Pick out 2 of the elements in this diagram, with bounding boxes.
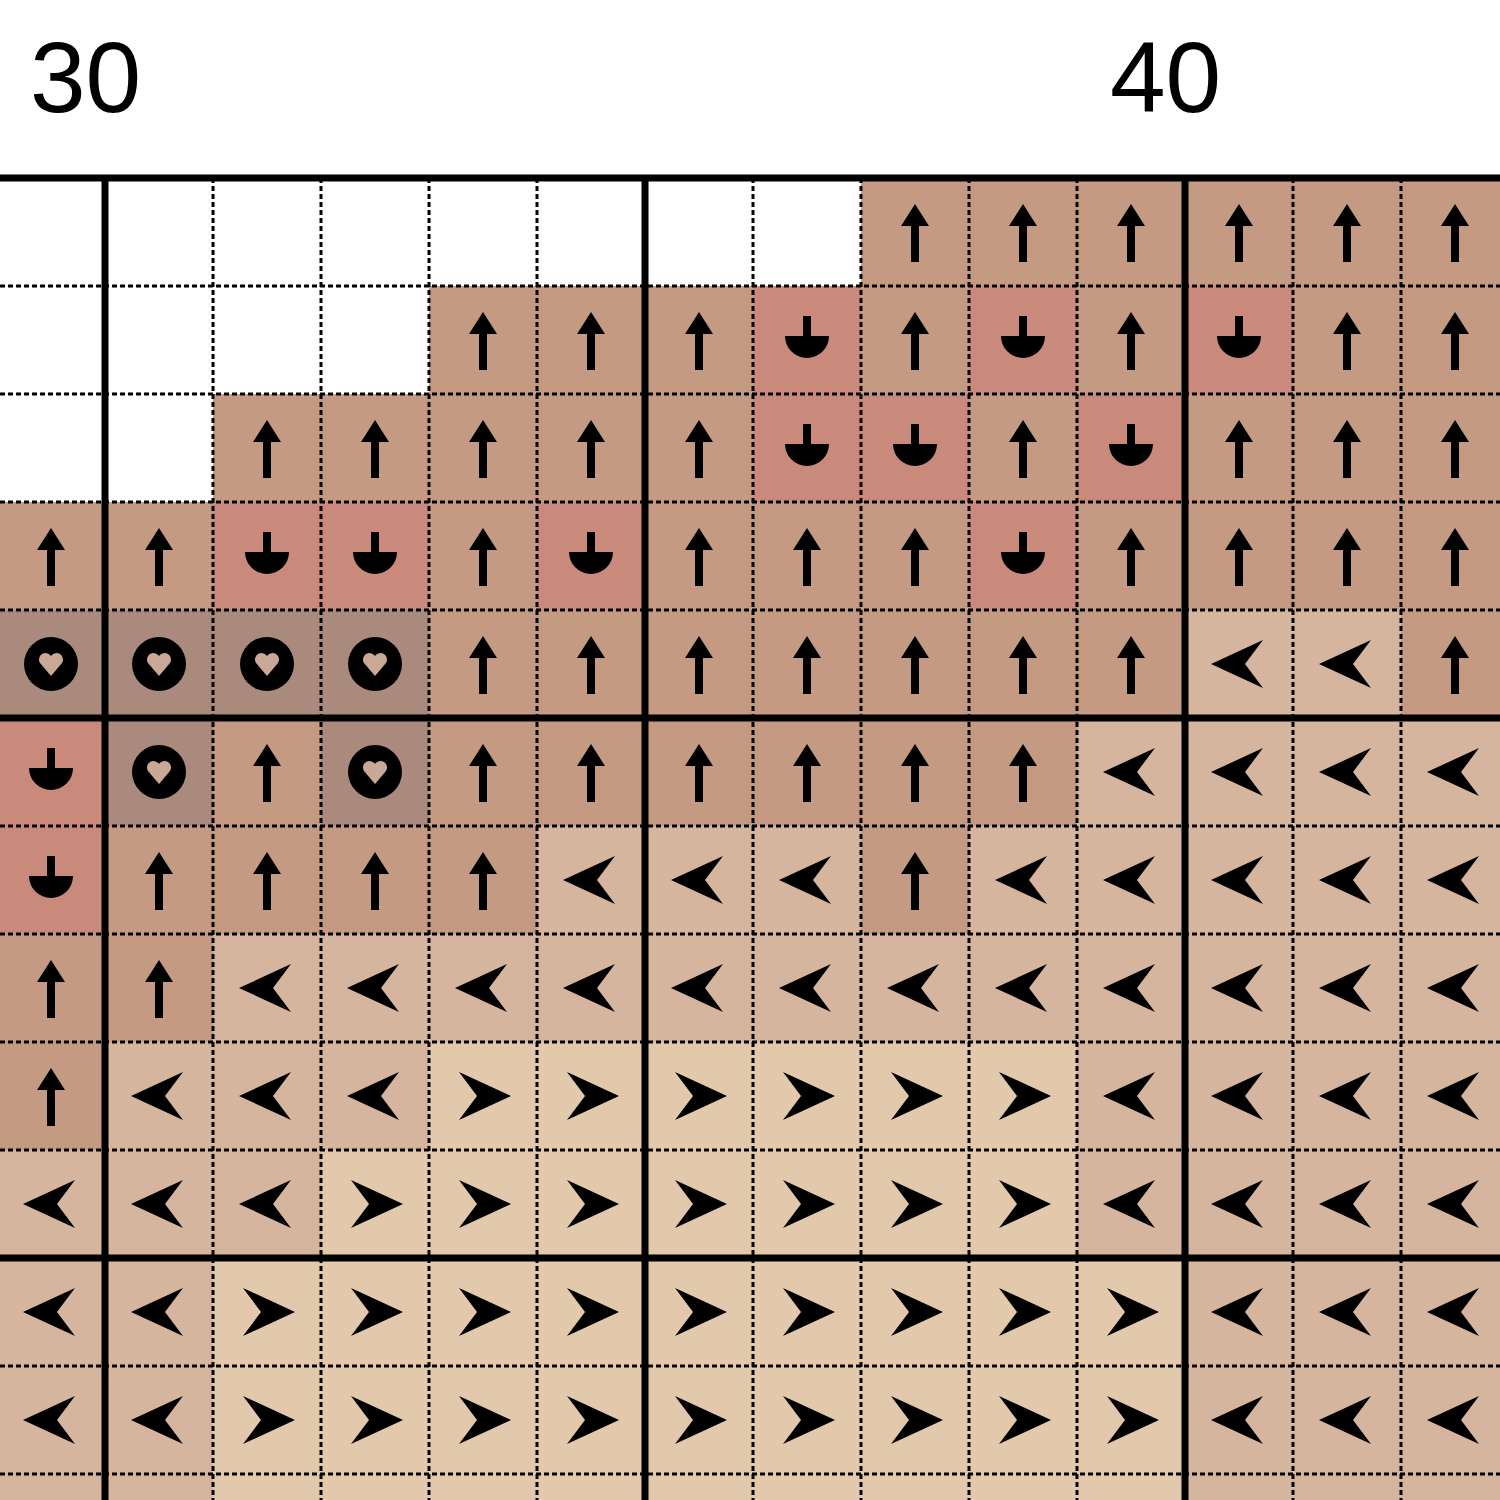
column-number: 40 (1110, 22, 1222, 132)
column-number: 30 (30, 22, 142, 132)
